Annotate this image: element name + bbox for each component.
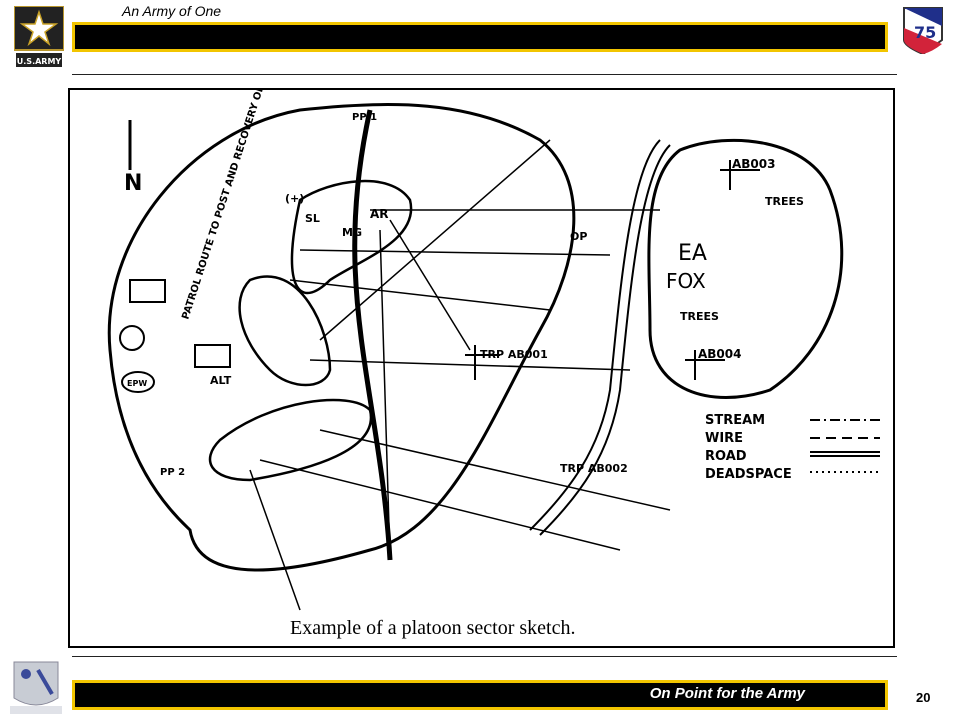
engagement-area [647, 138, 844, 399]
sketch-caption: Example of a platoon sector sketch. [290, 617, 576, 639]
alt-label: ALT [210, 374, 232, 387]
us-army-logo: U.S.ARMY [14, 6, 64, 67]
pp2-label: PP 2 [160, 467, 185, 478]
platoon-sector-sketch: N PP 1 PP 2 PATROL ROUTE TO POST AND REC… [107, 83, 880, 611]
page-number: 20 [916, 690, 931, 705]
squad-position-3 [208, 398, 373, 482]
footer-motto: On Point for the Army [649, 685, 805, 702]
sl-label: SL [305, 212, 320, 225]
75th-division-badge: 75 [903, 7, 943, 54]
footer-divider [72, 656, 897, 657]
regimental-crest [10, 661, 62, 714]
footer-bar: On Point for the Army [72, 680, 888, 710]
legend-wire: WIRE [705, 431, 743, 446]
ea-label: EA [678, 241, 707, 266]
north-label: N [124, 171, 142, 196]
svg-text:75: 75 [914, 23, 936, 42]
legend-stream: STREAM [705, 413, 765, 428]
op-label: OP [570, 230, 587, 243]
header-divider [72, 74, 897, 75]
trp-ab001-label: TRP AB001 [480, 348, 548, 361]
header-bar [72, 22, 888, 52]
epw-label: EPW [127, 379, 147, 388]
trp-ab002-label: TRP AB002 [560, 462, 628, 475]
sector-boundary [107, 102, 576, 572]
legend-deadspace: DEADSPACE [705, 467, 792, 482]
ab004-label: AB004 [698, 347, 741, 361]
fox-label: FOX [666, 269, 706, 293]
ab003-label: AB003 [732, 157, 775, 171]
route-label: PATROL ROUTE TO POST AND RECOVERY OP [180, 90, 267, 321]
legend-road: ROAD [705, 449, 747, 464]
tagline: An Army of One [122, 3, 222, 19]
mg-label: MG [342, 226, 362, 239]
trees-label-1: TREES [765, 195, 804, 208]
ar-label: AR [370, 207, 389, 221]
trees-label-2: TREES [680, 310, 719, 323]
squad-position-2 [238, 275, 332, 387]
svg-text:U.S.ARMY: U.S.ARMY [17, 57, 62, 66]
pp1-label: PP 1 [352, 112, 377, 123]
sector-sketch: N PP 1 PP 2 PATROL ROUTE TO POST AND REC… [68, 83, 895, 648]
plus-label: (+) [285, 192, 304, 205]
